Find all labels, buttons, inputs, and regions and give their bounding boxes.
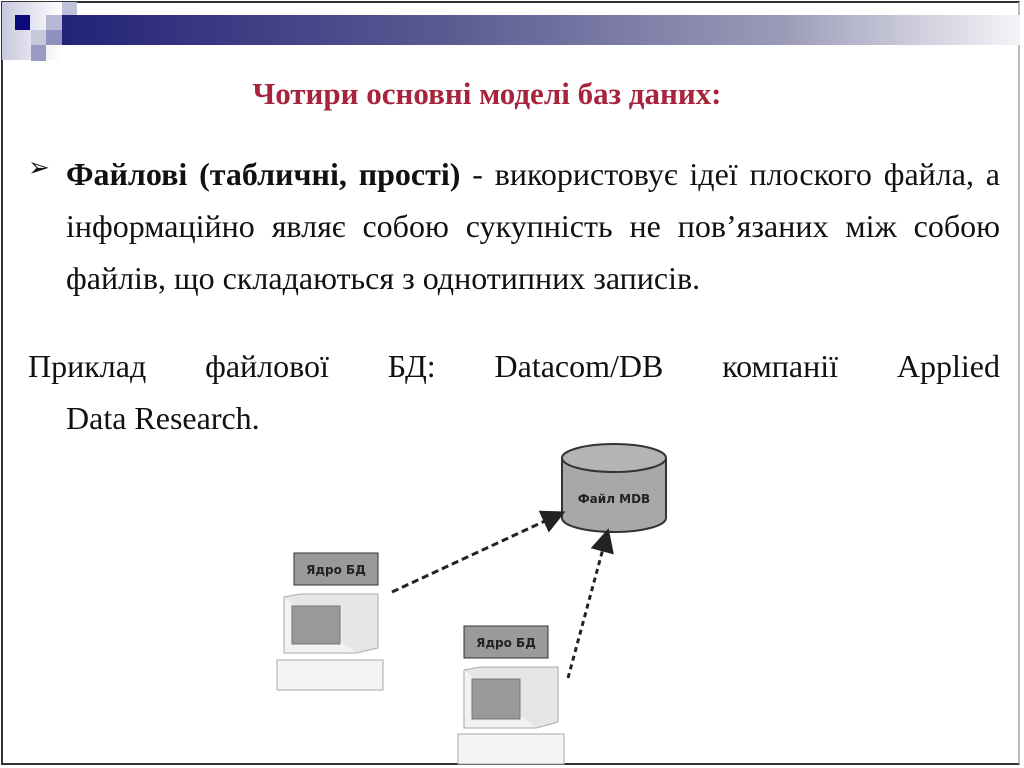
database-cylinder-icon: [561, 443, 667, 533]
bullet-text: - використовує ідеї плоского файла, а ін…: [66, 156, 1000, 296]
bullet-bold-text: Файлові (табличні, прості): [66, 156, 461, 192]
arrow-bullet-icon: ➢: [28, 153, 50, 182]
example-line-1: Приклад файлової БД: Datacom/DB компанії…: [28, 348, 1000, 384]
slide-title: Чотири основні моделі баз даних:: [252, 76, 722, 111]
example-line-2: Data Research.: [66, 400, 260, 436]
database-label: Файл MDB: [578, 492, 650, 506]
computer-icon-2: [457, 625, 565, 765]
client2-label: Ядро БД: [476, 636, 536, 650]
bullet-paragraph: Файлові (табличні, прості) - використову…: [66, 148, 1000, 304]
arrow-client2-to-db: [566, 528, 614, 679]
computer-icon-1: [276, 552, 384, 691]
arrow-client1-to-db: [391, 510, 566, 594]
example-paragraph: Приклад файлової БД: Datacom/DB компанії…: [28, 340, 1000, 444]
client1-label: Ядро БД: [306, 563, 366, 577]
header-bar: [62, 15, 1020, 45]
